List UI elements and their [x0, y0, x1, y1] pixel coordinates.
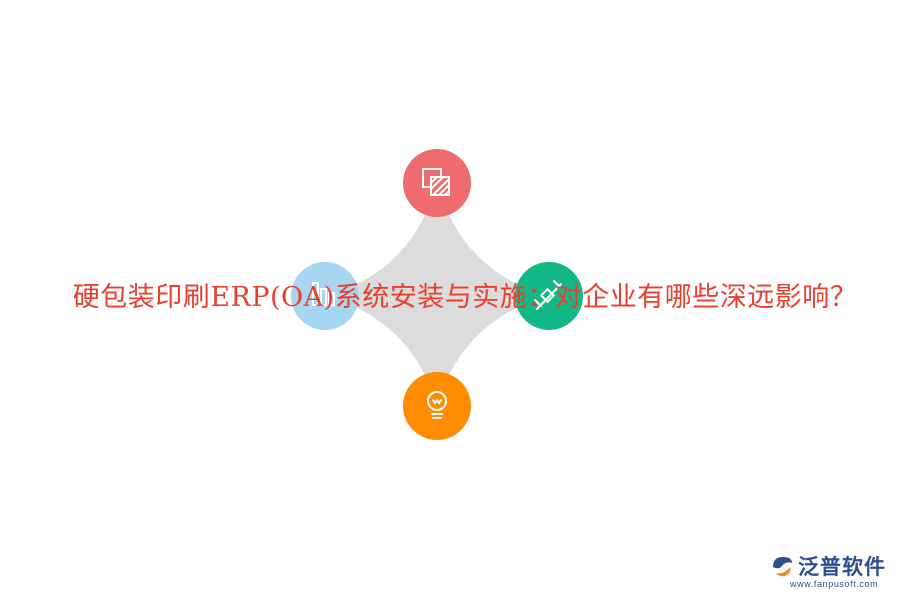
star-shape	[325, 183, 549, 406]
layers-icon	[422, 168, 450, 196]
lightbulb-icon	[427, 391, 447, 419]
brand-url: www.fanpusoft.com	[790, 579, 879, 589]
brand-logo: 泛普软件 www.fanpusoft.com	[768, 549, 892, 595]
bottom-node	[403, 372, 471, 440]
brand-name: 泛普软件	[798, 555, 886, 579]
bar-chart-icon	[312, 282, 335, 306]
satellite-icon	[534, 280, 562, 310]
bottom-node-circle	[403, 372, 471, 440]
brand-logo-icon	[773, 557, 792, 577]
top-node	[403, 149, 471, 217]
left-node	[291, 262, 359, 330]
right-node	[515, 262, 583, 330]
